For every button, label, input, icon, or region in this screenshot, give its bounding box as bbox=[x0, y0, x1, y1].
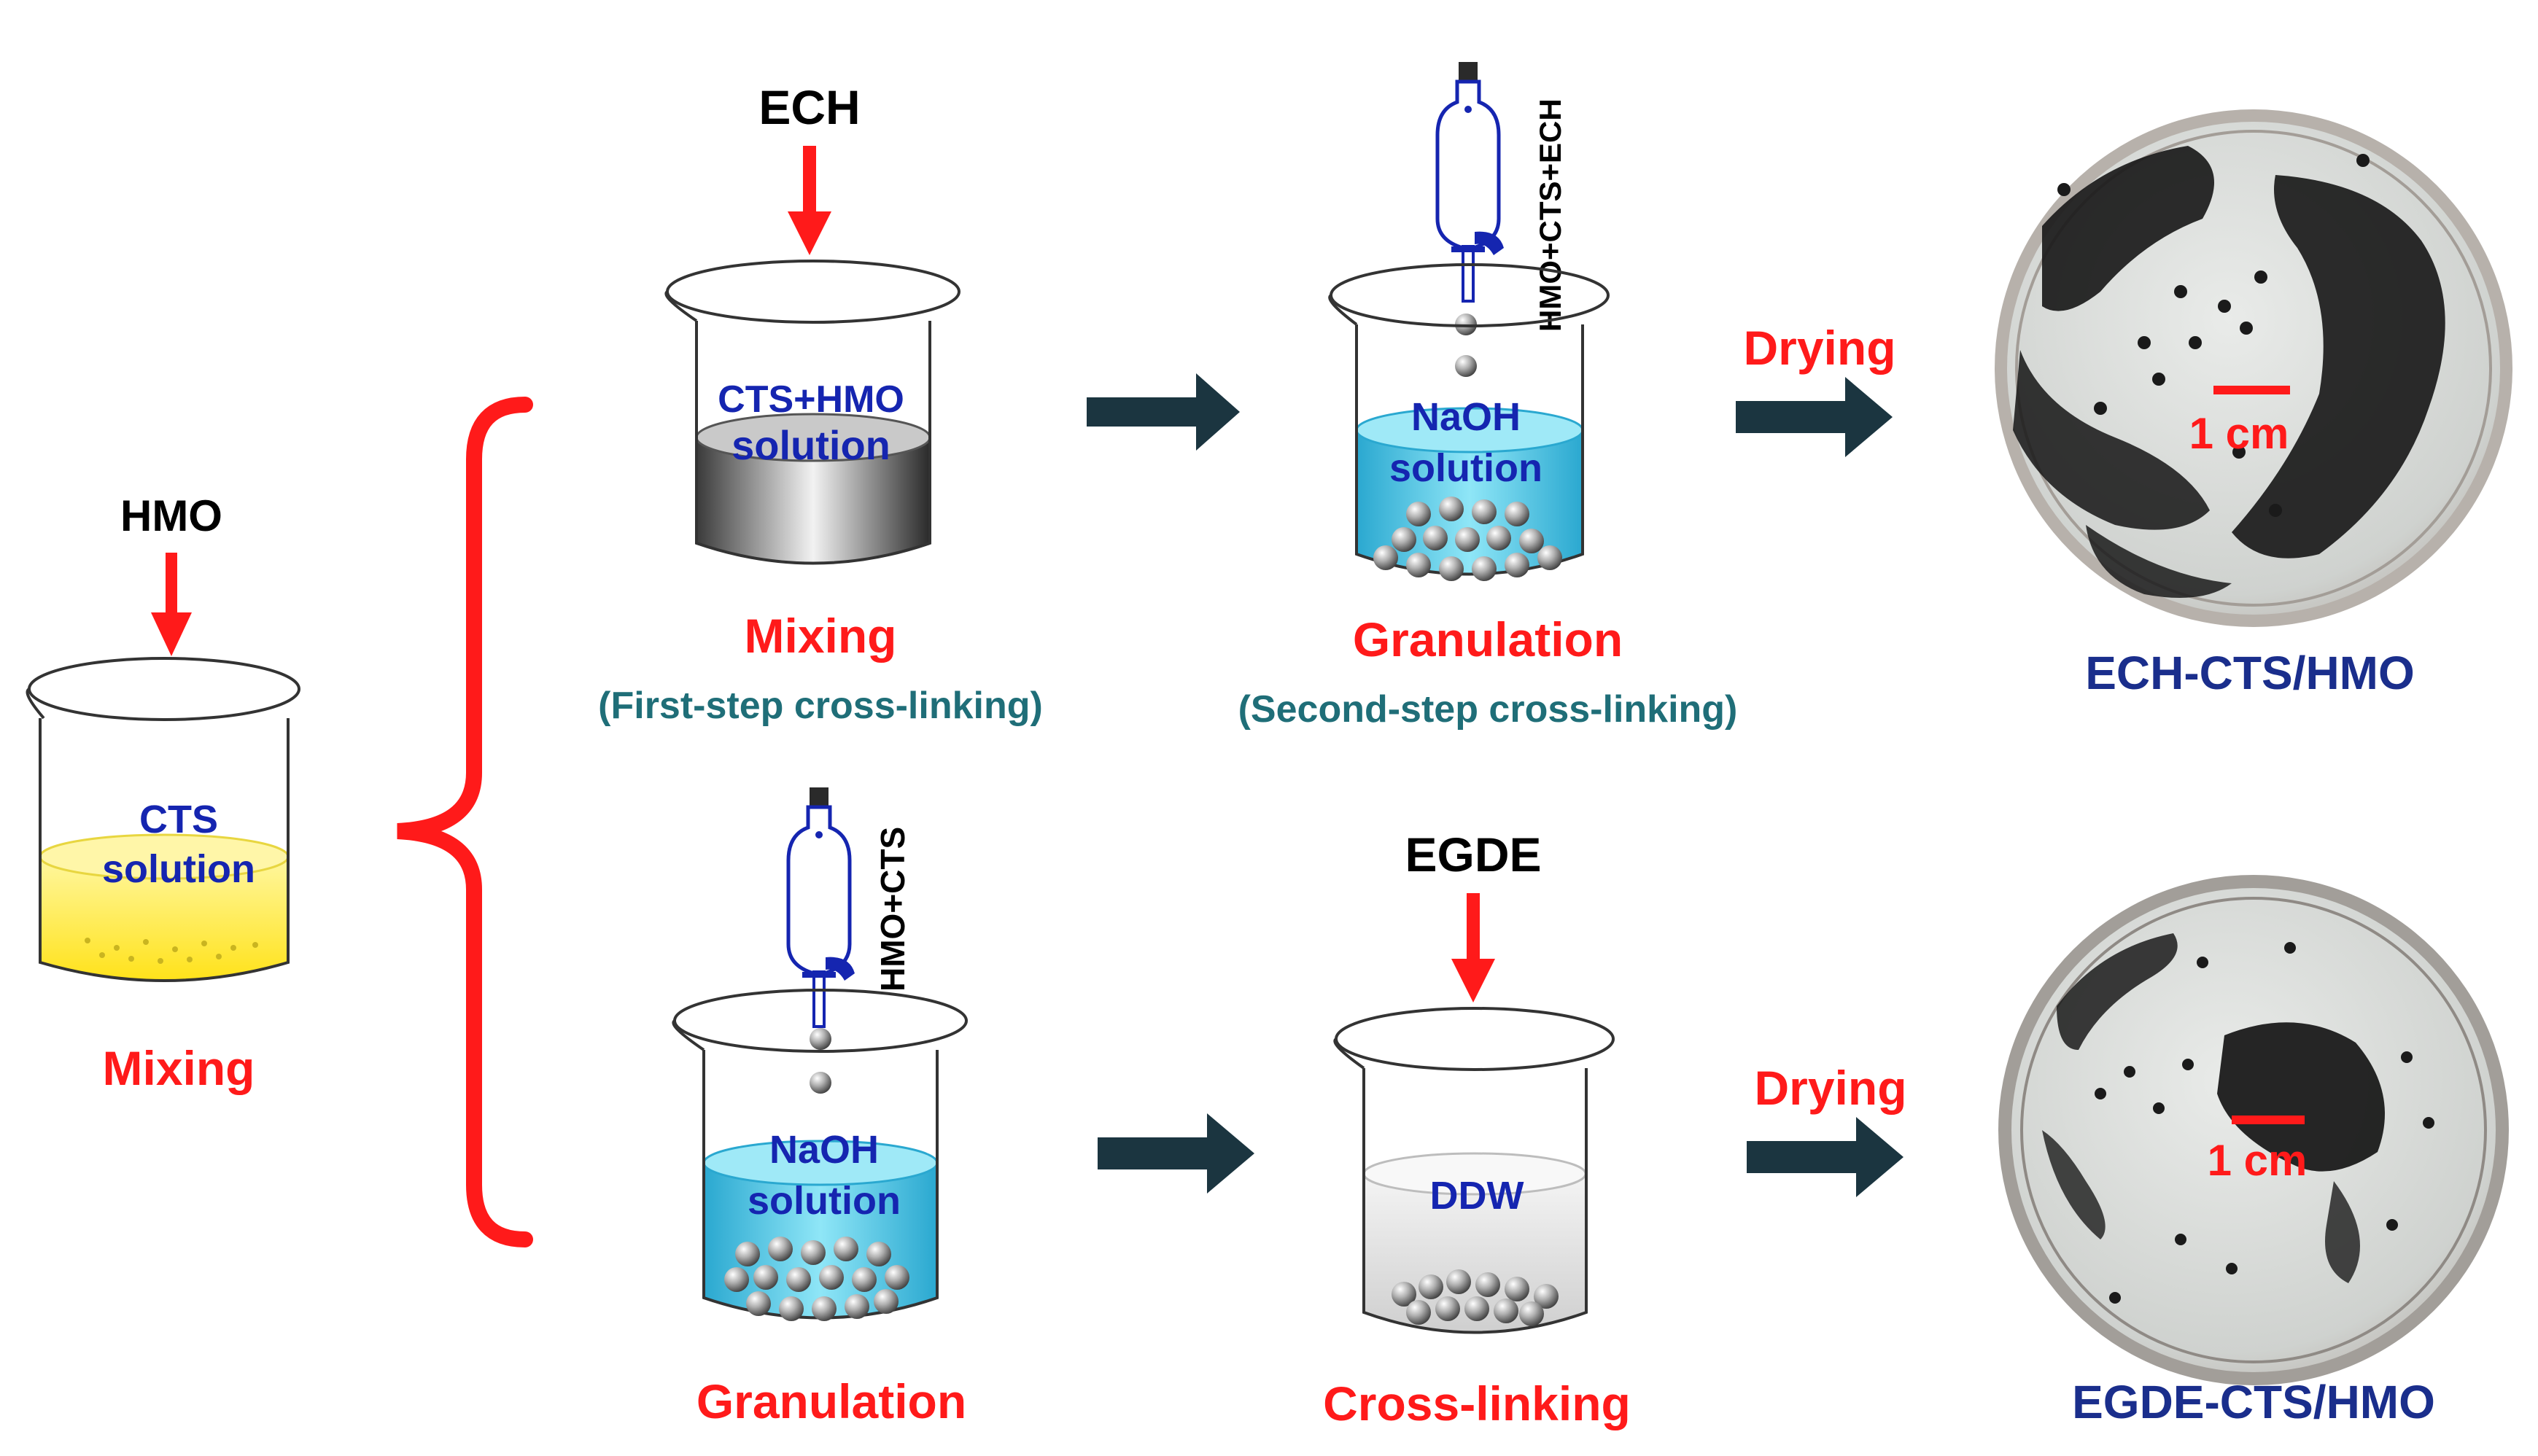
beaker-ddw bbox=[1333, 1007, 1615, 1334]
ddw-label: DDW bbox=[1430, 1174, 1524, 1218]
cts-hmo-label: CTS+HMO bbox=[718, 378, 904, 421]
scattered-beads bbox=[2057, 154, 2370, 517]
top-route: ECH CTS+HMO solution Mixing (First-step … bbox=[598, 62, 2512, 731]
petri-dish-photo-ech-cts-hmo: 1 cm bbox=[1995, 109, 2512, 627]
funnel-hmo-cts-label: HMO+CTS bbox=[874, 827, 912, 992]
process-arrow-icon bbox=[1747, 1117, 1904, 1197]
down-arrow-icon bbox=[151, 553, 192, 656]
funnel-hmo-cts-ech-label: HMO+CTS+ECH bbox=[1533, 98, 1567, 332]
solution-label: solution bbox=[731, 422, 890, 468]
second-step-crosslinking-label: (Second-step cross-linking) bbox=[1238, 688, 1738, 731]
droplet bbox=[1455, 355, 1477, 377]
naoh-label: NaOH bbox=[1411, 395, 1521, 439]
beads bbox=[1373, 497, 1562, 581]
beaker-cts-hmo-solution bbox=[664, 260, 961, 565]
product-egde-cts-hmo-label: EGDE-CTS/HMO bbox=[2072, 1376, 2435, 1428]
scale-bar bbox=[2213, 386, 2290, 394]
scale-bar bbox=[2232, 1116, 2305, 1124]
process-arrow-icon bbox=[1087, 373, 1240, 451]
egde-reagent-label: EGDE bbox=[1405, 828, 1541, 881]
scattered-beads bbox=[2095, 942, 2434, 1304]
solution-label: solution bbox=[102, 847, 255, 891]
process-arrow-icon bbox=[1736, 377, 1893, 457]
solution-label: solution bbox=[748, 1179, 901, 1223]
process-arrow-icon bbox=[1098, 1113, 1254, 1194]
sediment-dots bbox=[85, 938, 258, 964]
cts-label: CTS bbox=[139, 798, 218, 841]
dish-beads bbox=[2013, 146, 2445, 598]
dish-beads bbox=[2042, 933, 2385, 1283]
branch-brace bbox=[397, 397, 533, 1247]
petri-dish-photo-egde-cts-hmo: 1 cm bbox=[1998, 875, 2509, 1385]
droplet bbox=[810, 1072, 831, 1094]
cross-linking-label: Cross-linking bbox=[1323, 1377, 1631, 1430]
scale-label: 1 cm bbox=[2208, 1136, 2308, 1185]
bottom-route: HMO+CTS NaOH solution Granulatio bbox=[672, 787, 2509, 1430]
beads bbox=[724, 1237, 909, 1321]
top-mixing-label: Mixing bbox=[745, 609, 897, 663]
top-granulation-label: Granulation bbox=[1353, 612, 1623, 666]
bottom-drying-label: Drying bbox=[1754, 1061, 1906, 1115]
initial-stage: HMO CTS solution Mixing bbox=[26, 491, 300, 1095]
scale-label: 1 cm bbox=[2189, 409, 2289, 458]
beaker-naoh-solution bbox=[1328, 263, 1610, 581]
naoh-label: NaOH bbox=[769, 1128, 879, 1172]
beaker-naoh-solution bbox=[672, 989, 968, 1321]
beads bbox=[1392, 1269, 1559, 1326]
beaker-cts-solution bbox=[26, 657, 300, 982]
product-ech-cts-hmo-label: ECH-CTS/HMO bbox=[2085, 647, 2415, 699]
droplet bbox=[810, 1028, 831, 1050]
top-drying-label: Drying bbox=[1743, 321, 1895, 375]
ech-reagent-label: ECH bbox=[758, 80, 860, 134]
bottom-granulation-label: Granulation bbox=[696, 1374, 966, 1428]
initial-mixing-label: Mixing bbox=[103, 1041, 255, 1095]
hmo-reagent-label: HMO bbox=[120, 491, 222, 540]
solution-label: solution bbox=[1389, 446, 1542, 490]
separatory-funnel-icon bbox=[1435, 62, 1504, 303]
down-arrow-icon bbox=[1451, 893, 1495, 1003]
separatory-funnel-icon bbox=[786, 787, 855, 1028]
down-arrow-icon bbox=[788, 146, 831, 255]
first-step-crosslinking-label: (First-step cross-linking) bbox=[598, 685, 1043, 727]
